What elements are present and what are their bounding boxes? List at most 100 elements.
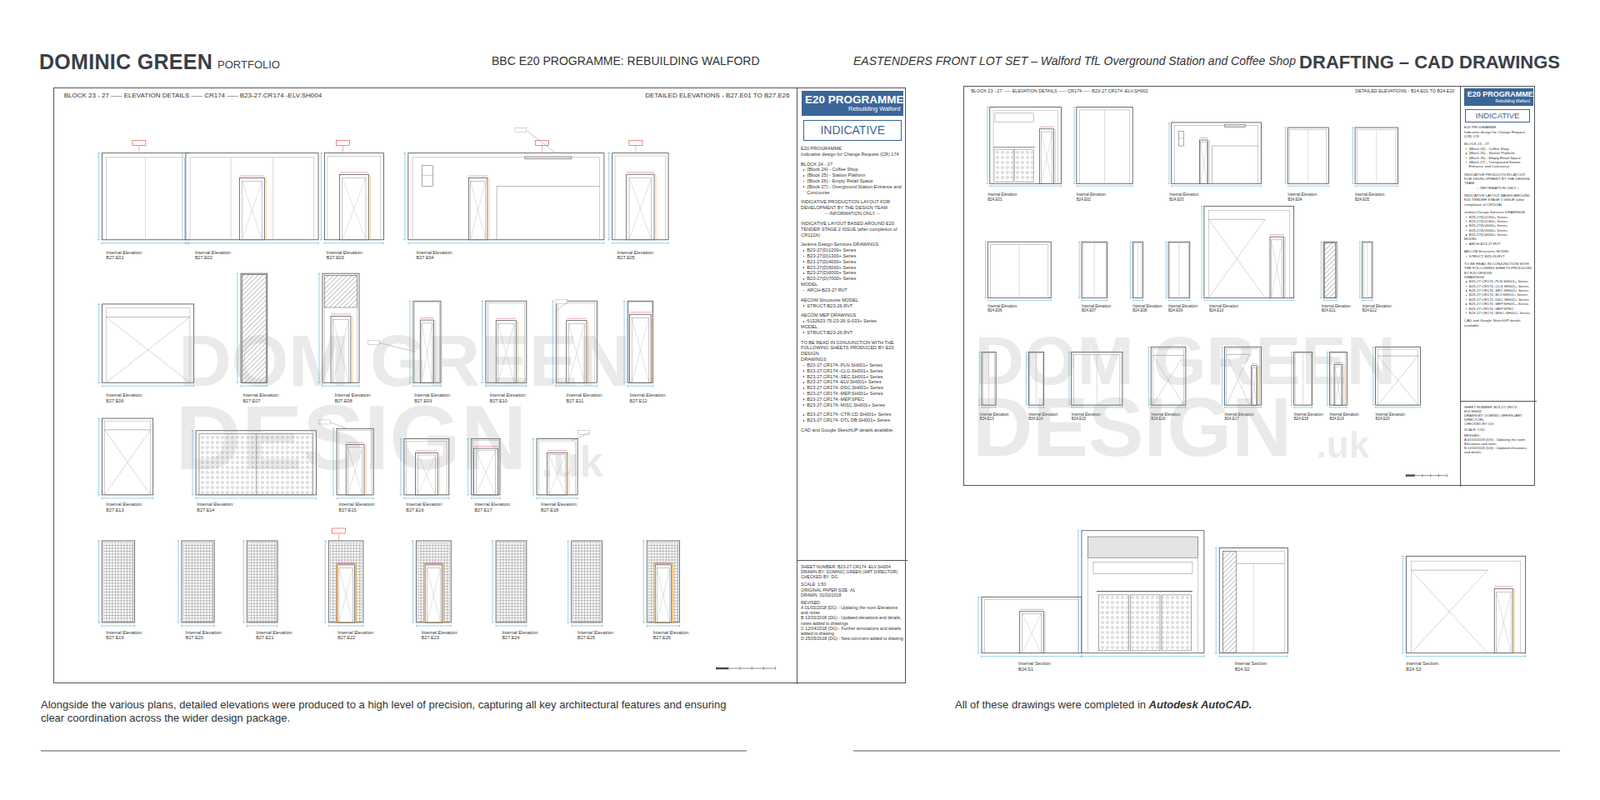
elevation-label: Internal Elevation: B27.E02 bbox=[195, 250, 237, 261]
dimension-tick bbox=[984, 241, 986, 243]
elevation-label: Internal Elevation: B27.E24 bbox=[501, 630, 544, 641]
opening-cross bbox=[105, 430, 151, 495]
grid-line bbox=[183, 600, 213, 601]
hatched-wall bbox=[324, 275, 358, 308]
sheet-info: B 12/03/2018 (DG) - Updated elevations a… bbox=[1464, 445, 1534, 455]
elevation-label: Internal Elevation: B27.E03 bbox=[326, 250, 369, 261]
elevation-drawing bbox=[976, 596, 1082, 658]
dimension-line bbox=[98, 540, 100, 623]
dimension-line bbox=[1204, 300, 1295, 301]
grid-line bbox=[514, 542, 515, 623]
grid-line bbox=[248, 545, 276, 546]
wall-outline bbox=[324, 153, 384, 240]
grid-line bbox=[268, 542, 270, 623]
wall-inner bbox=[990, 245, 1049, 299]
watermark: DESIGN bbox=[175, 391, 528, 484]
sheet-info: DRAWN: 01/02/2018 bbox=[800, 592, 905, 598]
door-swing bbox=[629, 177, 652, 240]
grid-line bbox=[648, 559, 678, 560]
dimension-line bbox=[536, 497, 578, 499]
sheet-info: SCALE: 1:50 bbox=[800, 581, 905, 587]
dimension-tick bbox=[607, 152, 610, 154]
dimension-tick bbox=[328, 624, 330, 627]
grid-line bbox=[584, 542, 585, 623]
sheet-info: SHEET NUMBER: B23-27.CR174 -ELV.SH004 bbox=[800, 564, 905, 570]
dimension-tick bbox=[525, 624, 527, 627]
dimension-tick bbox=[1287, 655, 1289, 658]
project-subtitle: EASTENDERS FRONT LOT SET – Walford TfL O… bbox=[853, 54, 1296, 68]
grid-line bbox=[517, 542, 519, 623]
title-block-note: B23-27(D)1200+ Series bbox=[1464, 215, 1533, 220]
grid-line bbox=[126, 542, 128, 623]
door-swing bbox=[1271, 240, 1283, 299]
title-block-note: INDICATIVE PRODUCTION LAYOUT FOR DEVELOP… bbox=[800, 199, 904, 211]
counter-line bbox=[1212, 145, 1259, 147]
grid-line bbox=[520, 542, 521, 623]
section-label: Internal Section: B24.S1 bbox=[1018, 660, 1060, 672]
grid-line bbox=[120, 542, 122, 623]
elevation-label: Internal Elevation: B27.E23 bbox=[421, 630, 464, 641]
wall-outline bbox=[1081, 241, 1108, 298]
dimension-line bbox=[1355, 185, 1398, 187]
elevation-label: Internal Elevation: B27.E22 bbox=[337, 630, 380, 641]
dimension-tick bbox=[1129, 241, 1131, 243]
elevation-label: Internal Elevation: B24.E10 bbox=[1209, 304, 1243, 313]
grid-line bbox=[248, 615, 276, 616]
wall-inner bbox=[648, 542, 678, 623]
dimension-tick bbox=[976, 596, 980, 598]
dimension-tick bbox=[1060, 185, 1062, 187]
dimension-line bbox=[185, 242, 319, 244]
dimension-line bbox=[612, 242, 669, 244]
title-block: E20 PROGRAMMEIndicative design for Chang… bbox=[1460, 86, 1536, 487]
sheet-header: BLOCK 23 - 27 ----- ELEVATION DETAILS --… bbox=[970, 88, 1149, 94]
title-block-body: E20 PROGRAMMEIndicative design for Chang… bbox=[1464, 125, 1533, 398]
sheet-info: SCALE: 1:50 bbox=[1464, 427, 1534, 432]
callout-box bbox=[629, 140, 643, 146]
dimension-tick bbox=[1215, 652, 1218, 654]
dimension-line bbox=[1287, 185, 1329, 187]
title-block-note: B23-27(D)1200+ Series bbox=[800, 247, 904, 254]
title-block-note: Jenkins Design Services DRAWINGS bbox=[1464, 210, 1533, 215]
scale-bar bbox=[716, 666, 776, 670]
wall-outline bbox=[1355, 127, 1398, 184]
counter-line bbox=[496, 185, 498, 240]
logo-text: Rebuilding Walford bbox=[805, 105, 900, 113]
programme-logo: E20 PROGRAMMERebuilding Walford bbox=[801, 90, 904, 115]
wall-inner bbox=[615, 155, 666, 240]
status-box: INDICATIVE bbox=[1465, 109, 1530, 123]
dimension-tick bbox=[246, 624, 248, 627]
dimension-line bbox=[990, 185, 1062, 187]
grid-line bbox=[497, 615, 525, 616]
menu-board bbox=[1093, 562, 1193, 575]
title-block-note: (Block 26) - Empty Retail Space bbox=[800, 178, 904, 185]
grid-line bbox=[103, 597, 133, 599]
dimension-line bbox=[981, 655, 1082, 657]
wall-outline bbox=[328, 540, 364, 623]
dimension-line bbox=[101, 242, 189, 244]
dimension-tick bbox=[324, 540, 327, 541]
dimension-tick bbox=[101, 241, 103, 245]
title-block-note: (Block 27) - Overground Station Entrance… bbox=[1464, 160, 1533, 170]
title-block-note: B23-27.CR174.-ELV.SH001+ Series bbox=[1464, 292, 1533, 297]
software-name: Autodesk AutoCAD. bbox=[1149, 698, 1253, 712]
door-swing bbox=[1200, 142, 1208, 185]
grid-line bbox=[103, 562, 133, 564]
wall-inner bbox=[1079, 110, 1130, 184]
elevation-drawing bbox=[324, 528, 364, 627]
title-block-note: STRUCT-B23-26.RVT bbox=[800, 330, 904, 336]
title-block-note: CAD and Google SketchUP details availabl… bbox=[800, 427, 904, 434]
scale-tick bbox=[1446, 474, 1448, 478]
dimension-tick bbox=[1078, 297, 1080, 299]
dimension-line bbox=[404, 497, 450, 499]
dimension-line bbox=[370, 174, 371, 240]
dimension-line bbox=[339, 171, 369, 173]
dimension-tick bbox=[1293, 406, 1295, 409]
caption-text: All of these drawings were completed in bbox=[955, 698, 1146, 712]
title-block-note: B23-27.CR174.-SEC.SH001+ Series bbox=[1464, 288, 1533, 293]
grid-line bbox=[674, 542, 675, 623]
elevation-label: Internal Elevation: B27.E16 bbox=[405, 501, 448, 513]
grid-line bbox=[444, 542, 445, 623]
grid-line bbox=[183, 591, 213, 593]
grid-line bbox=[573, 594, 601, 595]
elevation-drawing bbox=[242, 540, 278, 627]
